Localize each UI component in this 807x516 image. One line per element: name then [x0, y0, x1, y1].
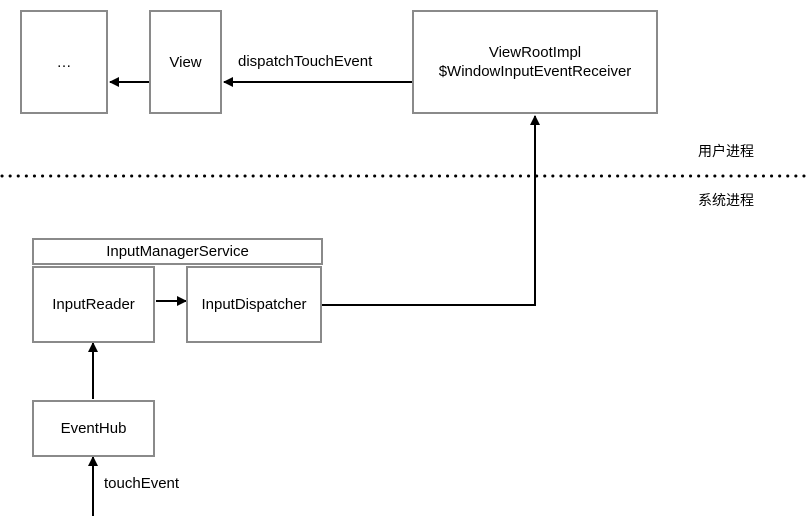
view-root-impl-label-line1: ViewRootImpl — [488, 44, 582, 61]
input-dispatcher-label: InputDispatcher — [201, 296, 307, 313]
user-process-label: 用户进程 — [698, 144, 754, 160]
arrow-dispatcher-to-viewroot — [321, 115, 540, 306]
view-root-impl-node: ViewRootImpl $WindowInputEventReceiver — [412, 10, 658, 114]
event-hub-node: EventHub — [32, 400, 155, 457]
system-process-label: 系统进程 — [698, 193, 754, 209]
view-root-impl-label-line2: $WindowInputEventReceiver — [438, 63, 632, 80]
view-node: View — [149, 10, 222, 114]
input-manager-service-label: InputManagerService — [106, 243, 249, 260]
dispatch-touch-event-label: dispatchTouchEvent — [238, 53, 373, 70]
ellipsis-node-label: … — [56, 53, 72, 71]
view-node-label: View — [169, 53, 202, 71]
touch-event-label: touchEvent — [104, 475, 180, 492]
input-dispatcher-node: InputDispatcher — [186, 266, 322, 343]
event-hub-label: EventHub — [60, 420, 127, 437]
input-reader-label: InputReader — [52, 296, 135, 313]
ellipsis-node: … — [20, 10, 108, 114]
input-manager-service-node: InputManagerService — [32, 238, 323, 265]
input-reader-node: InputReader — [32, 266, 155, 343]
